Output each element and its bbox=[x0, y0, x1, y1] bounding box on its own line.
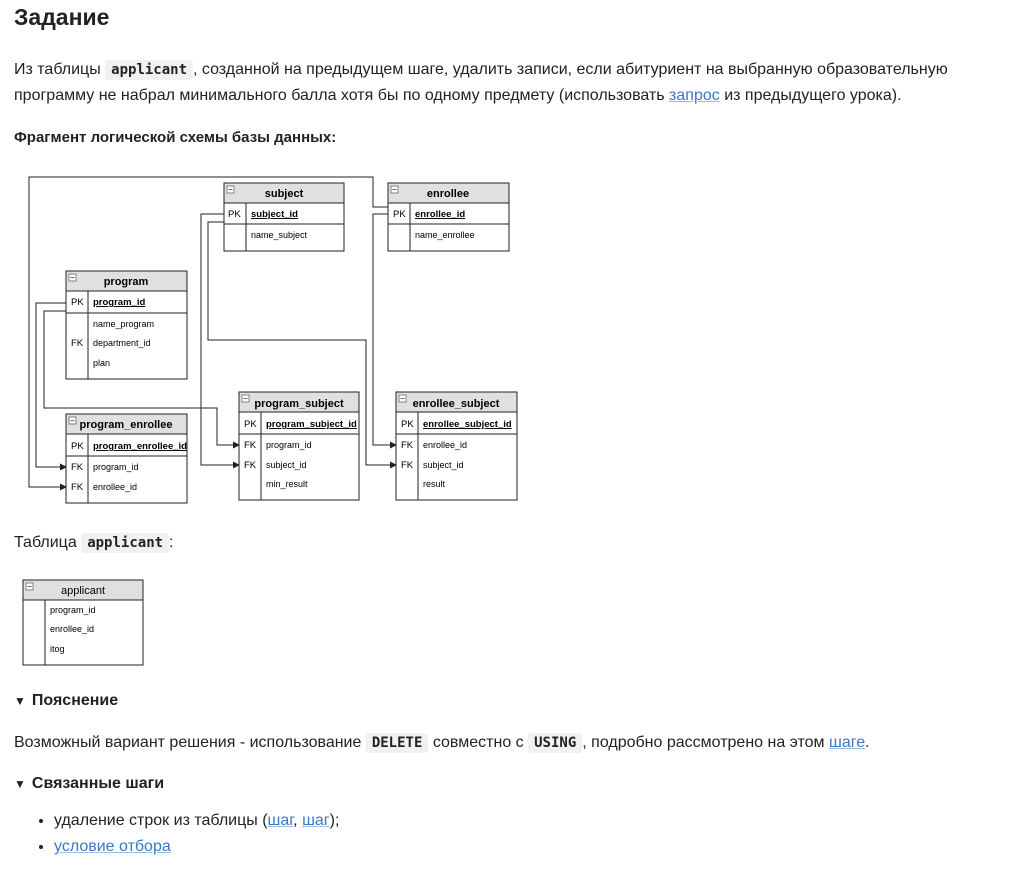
pk-marker: PK bbox=[393, 209, 406, 220]
relationship-lines bbox=[28, 176, 397, 491]
code-applicant: applicant bbox=[105, 60, 194, 80]
task-title: Задание bbox=[14, 4, 110, 30]
explanation-part: . bbox=[865, 734, 870, 751]
related-list: удаление строк из таблицы (шаг, шаг); ус… bbox=[14, 808, 339, 860]
task-description: Из таблицы applicant, созданной на преды… bbox=[14, 57, 948, 109]
field: name_subject bbox=[251, 230, 308, 240]
pk-field: subject_id bbox=[251, 209, 298, 220]
list-item-text: , bbox=[293, 812, 303, 829]
step-link[interactable]: шаге bbox=[828, 734, 866, 751]
line-enrollee-program-enrollee bbox=[28, 176, 388, 491]
step-link-1[interactable]: шаг bbox=[267, 812, 294, 829]
table-subject: subject PK subject_id name_subject bbox=[223, 182, 345, 252]
related-toggle[interactable]: ▼ Связанные шаги bbox=[14, 775, 164, 793]
pk-marker: PK bbox=[228, 209, 241, 220]
field: subject_id bbox=[423, 460, 464, 470]
field: min_result bbox=[266, 479, 308, 489]
field: program_id bbox=[93, 462, 139, 472]
pk-field: program_enrollee_id bbox=[93, 441, 187, 452]
table-name: program_enrollee bbox=[80, 419, 173, 431]
table-name: program_subject bbox=[254, 398, 344, 410]
table-program-enrollee: program_enrollee PK program_enrollee_id … bbox=[65, 413, 188, 504]
fk-marker: FK bbox=[71, 338, 84, 349]
table-name: applicant bbox=[61, 585, 105, 597]
table-name: program bbox=[104, 276, 149, 288]
task-text: программу не набрал минимального балла х… bbox=[14, 87, 670, 104]
pk-marker: PK bbox=[401, 419, 414, 430]
code-delete: DELETE bbox=[365, 733, 429, 753]
pk-marker: PK bbox=[71, 441, 84, 452]
field: subject_id bbox=[266, 460, 307, 470]
explanation-text: Возможный вариант решения - использовани… bbox=[14, 730, 870, 756]
related-summary: Связанные шаги bbox=[31, 775, 165, 792]
explanation-part: совместно с bbox=[428, 734, 529, 751]
pk-field: program_id bbox=[93, 297, 145, 308]
task-text: , созданной на предыдущем шаге, удалить … bbox=[193, 61, 948, 78]
code-using: USING bbox=[528, 733, 583, 753]
schema-heading: Фрагмент логической схемы базы данных: bbox=[14, 129, 337, 146]
field: enrollee_id bbox=[423, 440, 467, 450]
list-item-text: удаление строк из таблицы ( bbox=[54, 812, 268, 829]
fk-marker: FK bbox=[401, 440, 414, 451]
explanation-summary: Пояснение bbox=[31, 692, 119, 709]
line-enrollee-enrollee-subject bbox=[372, 213, 397, 449]
fk-marker: FK bbox=[401, 460, 414, 471]
pk-marker: PK bbox=[244, 419, 257, 430]
field: department_id bbox=[93, 338, 151, 348]
fk-marker: FK bbox=[244, 460, 257, 471]
explanation-part: , подробно рассмотрено на этом bbox=[582, 734, 829, 751]
fk-marker: FK bbox=[71, 482, 84, 493]
list-item: удаление строк из таблицы (шаг, шаг); bbox=[54, 808, 339, 834]
explanation-part: Возможный вариант решения - использовани… bbox=[14, 734, 366, 751]
table-name: subject bbox=[265, 188, 304, 200]
er-diagram: subject PK subject_id name_subject enrol… bbox=[28, 176, 518, 504]
field: enrollee_id bbox=[93, 482, 137, 492]
task-text: из предыдущего урока). bbox=[719, 87, 902, 104]
triangle-down-icon: ▼ bbox=[14, 777, 26, 791]
field: name_program bbox=[93, 319, 154, 329]
selection-condition-link[interactable]: условие отбора bbox=[54, 838, 171, 855]
pk-marker: PK bbox=[71, 297, 84, 308]
table-program: program PK program_id name_program FK de… bbox=[65, 270, 188, 380]
table-applicant: applicant program_id enrollee_id itog bbox=[22, 579, 144, 666]
list-item: условие отбора bbox=[54, 834, 339, 860]
table-program-subject: program_subject PK program_subject_id FK… bbox=[238, 391, 360, 501]
applicant-label-text: : bbox=[169, 534, 174, 551]
step-link-2[interactable]: шаг bbox=[302, 812, 330, 829]
pk-field: enrollee_id bbox=[415, 209, 465, 220]
table-enrollee: enrollee PK enrollee_id name_enrollee bbox=[387, 182, 510, 252]
field: plan bbox=[93, 358, 110, 368]
line-program-program-subject bbox=[43, 310, 240, 449]
applicant-diagram: applicant program_id enrollee_id itog bbox=[22, 579, 144, 666]
field: result bbox=[423, 479, 446, 489]
explanation-toggle[interactable]: ▼ Пояснение bbox=[14, 692, 118, 710]
field: program_id bbox=[50, 605, 96, 615]
line-subject-enrollee-subject bbox=[207, 221, 397, 469]
query-link[interactable]: запрос bbox=[669, 87, 720, 104]
pk-field: enrollee_subject_id bbox=[423, 419, 512, 430]
pk-field: program_subject_id bbox=[266, 419, 357, 430]
triangle-down-icon: ▼ bbox=[14, 694, 26, 708]
fk-marker: FK bbox=[71, 462, 84, 473]
field: program_id bbox=[266, 440, 312, 450]
list-item-text: ); bbox=[329, 812, 340, 829]
table-name: enrollee_subject bbox=[413, 398, 500, 410]
fk-marker: FK bbox=[244, 440, 257, 451]
task-text: Из таблицы bbox=[14, 61, 106, 78]
applicant-label-text: Таблица bbox=[14, 534, 82, 551]
table-enrollee-subject: enrollee_subject PK enrollee_subject_id … bbox=[395, 391, 518, 501]
field: enrollee_id bbox=[50, 624, 94, 634]
line-program-program-enrollee bbox=[35, 302, 67, 471]
code-applicant: applicant bbox=[81, 533, 170, 553]
line-subject-program-subject bbox=[200, 213, 240, 469]
table-name: enrollee bbox=[427, 188, 469, 200]
field: name_enrollee bbox=[415, 230, 475, 240]
field: itog bbox=[50, 644, 65, 654]
applicant-label: Таблица applicant: bbox=[14, 530, 174, 556]
